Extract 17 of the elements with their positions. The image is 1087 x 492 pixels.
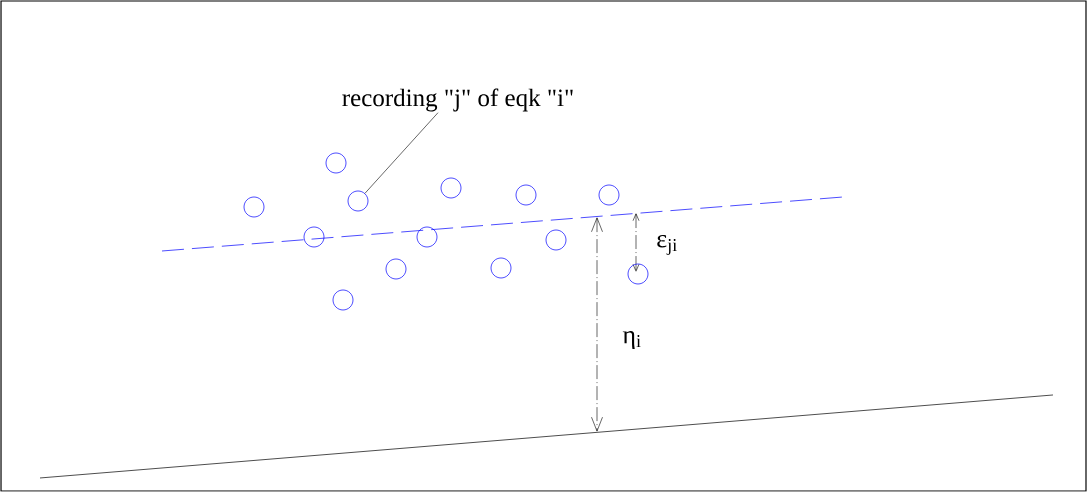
data-point (243, 196, 265, 218)
data-point (627, 263, 649, 285)
data-point (416, 226, 438, 248)
leader-line (364, 112, 439, 194)
data-point (325, 152, 347, 174)
data-point (347, 190, 369, 212)
data-point (332, 289, 354, 311)
data-point (385, 258, 407, 280)
data-point (545, 229, 567, 251)
data-point (440, 177, 462, 199)
data-point (598, 184, 620, 206)
dimension-label: η$_{i}$ (622, 331, 641, 349)
dimension-label: ε$_{ji}$ (657, 235, 677, 255)
data-point (515, 184, 537, 206)
data-point (490, 257, 512, 279)
data-point (303, 226, 325, 248)
callout-text: recording "j" of eqk "i" (342, 88, 573, 112)
